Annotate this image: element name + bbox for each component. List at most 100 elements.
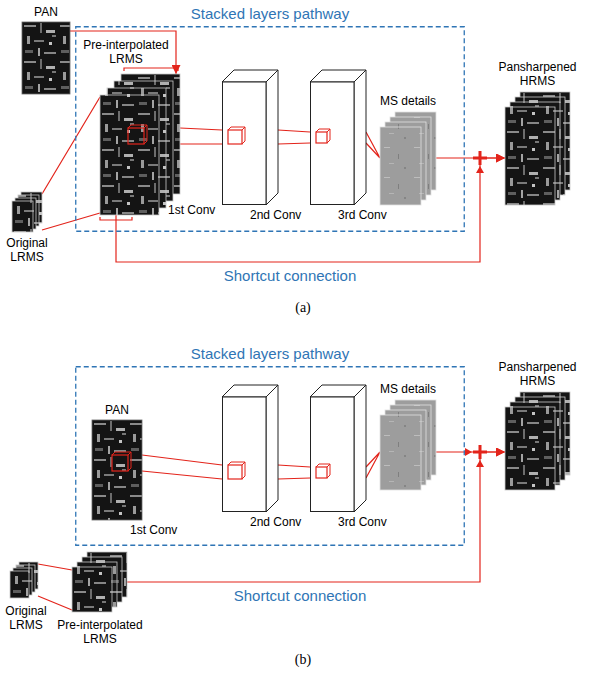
- node-label: PAN: [16, 5, 76, 19]
- image-layer: [72, 567, 112, 612]
- output-stack-figure: [505, 92, 570, 205]
- detail-stack: MS details: [380, 112, 436, 205]
- arrow-head: [465, 448, 472, 456]
- image-layer: [12, 201, 33, 232]
- dashed-outline: [76, 367, 465, 546]
- conv-layer-figure: [310, 385, 366, 512]
- node-label: Original LRMS: [2, 236, 52, 264]
- shortcut-bracket: [100, 217, 132, 220]
- receptive-field: [128, 128, 144, 144]
- cube-face: [266, 70, 278, 205]
- cube-face: [311, 82, 355, 205]
- connector: [180, 128, 222, 144]
- dashed-outline: [76, 27, 465, 232]
- connector: [366, 452, 380, 478]
- node-label: 1st Conv: [168, 203, 228, 217]
- input-stack: Original LRMS: [12, 192, 42, 232]
- connector: [366, 132, 380, 158]
- pathway-region: Stacked layers pathwayPAN1st Conv2nd Con…: [75, 366, 465, 546]
- node-label: 1st Conv: [130, 523, 190, 537]
- conv-layer: 3rd Conv: [310, 385, 366, 512]
- pathway-region: Stacked layers pathwayPre-interpolated L…: [75, 26, 465, 232]
- node-label: MS details: [370, 382, 446, 396]
- image-layer: [505, 407, 555, 490]
- detail-stack-figure: [380, 400, 436, 490]
- node-label: 2nd Conv: [250, 208, 310, 222]
- cube-face: [354, 70, 366, 205]
- connector: [278, 130, 310, 144]
- connector: [38, 564, 72, 610]
- image-stack: Pre-interpolated LRMS: [72, 552, 127, 612]
- connector: [278, 465, 310, 479]
- receptive-field: [228, 130, 242, 144]
- arrow-head: [476, 166, 484, 173]
- node-label: 2nd Conv: [250, 515, 310, 529]
- output-stack-figure: [505, 392, 570, 490]
- image-stack-figure: [100, 74, 180, 215]
- receptive-field: [228, 462, 245, 479]
- output-stack: Pansharpened HRMS: [505, 92, 570, 205]
- conv-layer-figure: [310, 70, 366, 205]
- region-title: Stacked layers pathway: [75, 345, 465, 363]
- image-layer: [100, 95, 159, 215]
- image-layer: [380, 127, 421, 205]
- cube-face: [223, 82, 267, 205]
- receptive-field: [228, 465, 242, 479]
- pan-image: PAN: [22, 22, 70, 94]
- image-layer: [505, 107, 555, 205]
- node-label: Original LRMS: [2, 604, 50, 632]
- detail-stack-figure: [380, 112, 436, 205]
- conv-layer: 2nd Conv: [222, 385, 278, 512]
- receptive-field: [316, 132, 327, 143]
- receptive-field: [128, 125, 147, 144]
- panel-label: (a): [273, 300, 333, 316]
- input-bracket: [124, 68, 178, 71]
- sum-symbol: [473, 445, 487, 459]
- cube-face: [311, 397, 355, 512]
- output-stack: Pansharpened HRMS: [505, 392, 570, 490]
- image-layer: [380, 415, 421, 490]
- cube-face: [354, 385, 366, 512]
- node-label: 3rd Conv: [338, 208, 398, 222]
- node-label: PAN: [87, 403, 147, 417]
- arrow-head: [476, 460, 484, 467]
- conv-layer-figure: [222, 385, 278, 512]
- image-layer: [22, 22, 70, 94]
- sum-symbol: [473, 151, 487, 165]
- pan-image-figure: [92, 420, 142, 520]
- receptive-field: [316, 467, 327, 478]
- panel-label: (b): [273, 652, 333, 668]
- receptive-field: [228, 127, 245, 144]
- connector: [127, 452, 505, 582]
- node-label: Pre-interpolated LRMS: [52, 618, 148, 646]
- image-stack-figure: [72, 552, 127, 612]
- connector-label: Shortcut connection: [190, 267, 390, 285]
- input-stack-figure: [12, 192, 42, 232]
- receptive-field: [112, 455, 128, 471]
- cube-face: [223, 397, 267, 512]
- node-label: Pansharpened HRMS: [490, 360, 585, 388]
- region-title: Stacked layers pathway: [75, 5, 465, 23]
- cube-face: [266, 385, 278, 512]
- node-label: MS details: [370, 94, 446, 108]
- node-label: 3rd Conv: [338, 515, 398, 529]
- connector: [142, 455, 222, 479]
- pan-image-figure: [22, 22, 70, 94]
- receptive-field: [316, 464, 330, 478]
- connector-label: Shortcut connection: [200, 587, 400, 605]
- receptive-field: [316, 129, 330, 143]
- pan-image: PAN1st Conv: [92, 420, 142, 520]
- conv-layer-figure: [222, 70, 278, 205]
- conv-layer: 3rd Conv: [310, 70, 366, 205]
- image-layer: [10, 571, 29, 598]
- conv-layer: 2nd Conv: [222, 70, 278, 205]
- input-stack: Original LRMS: [10, 562, 38, 598]
- detail-stack: MS details: [380, 400, 436, 490]
- node-label: Pansharpened HRMS: [490, 60, 585, 88]
- node-label: Pre-interpolated LRMS: [78, 38, 174, 66]
- input-stack-figure: [10, 562, 38, 598]
- connector: [42, 97, 100, 230]
- receptive-field: [112, 452, 131, 471]
- image-layer: [92, 420, 142, 520]
- image-stack: Pre-interpolated LRMS1st Conv: [100, 74, 180, 215]
